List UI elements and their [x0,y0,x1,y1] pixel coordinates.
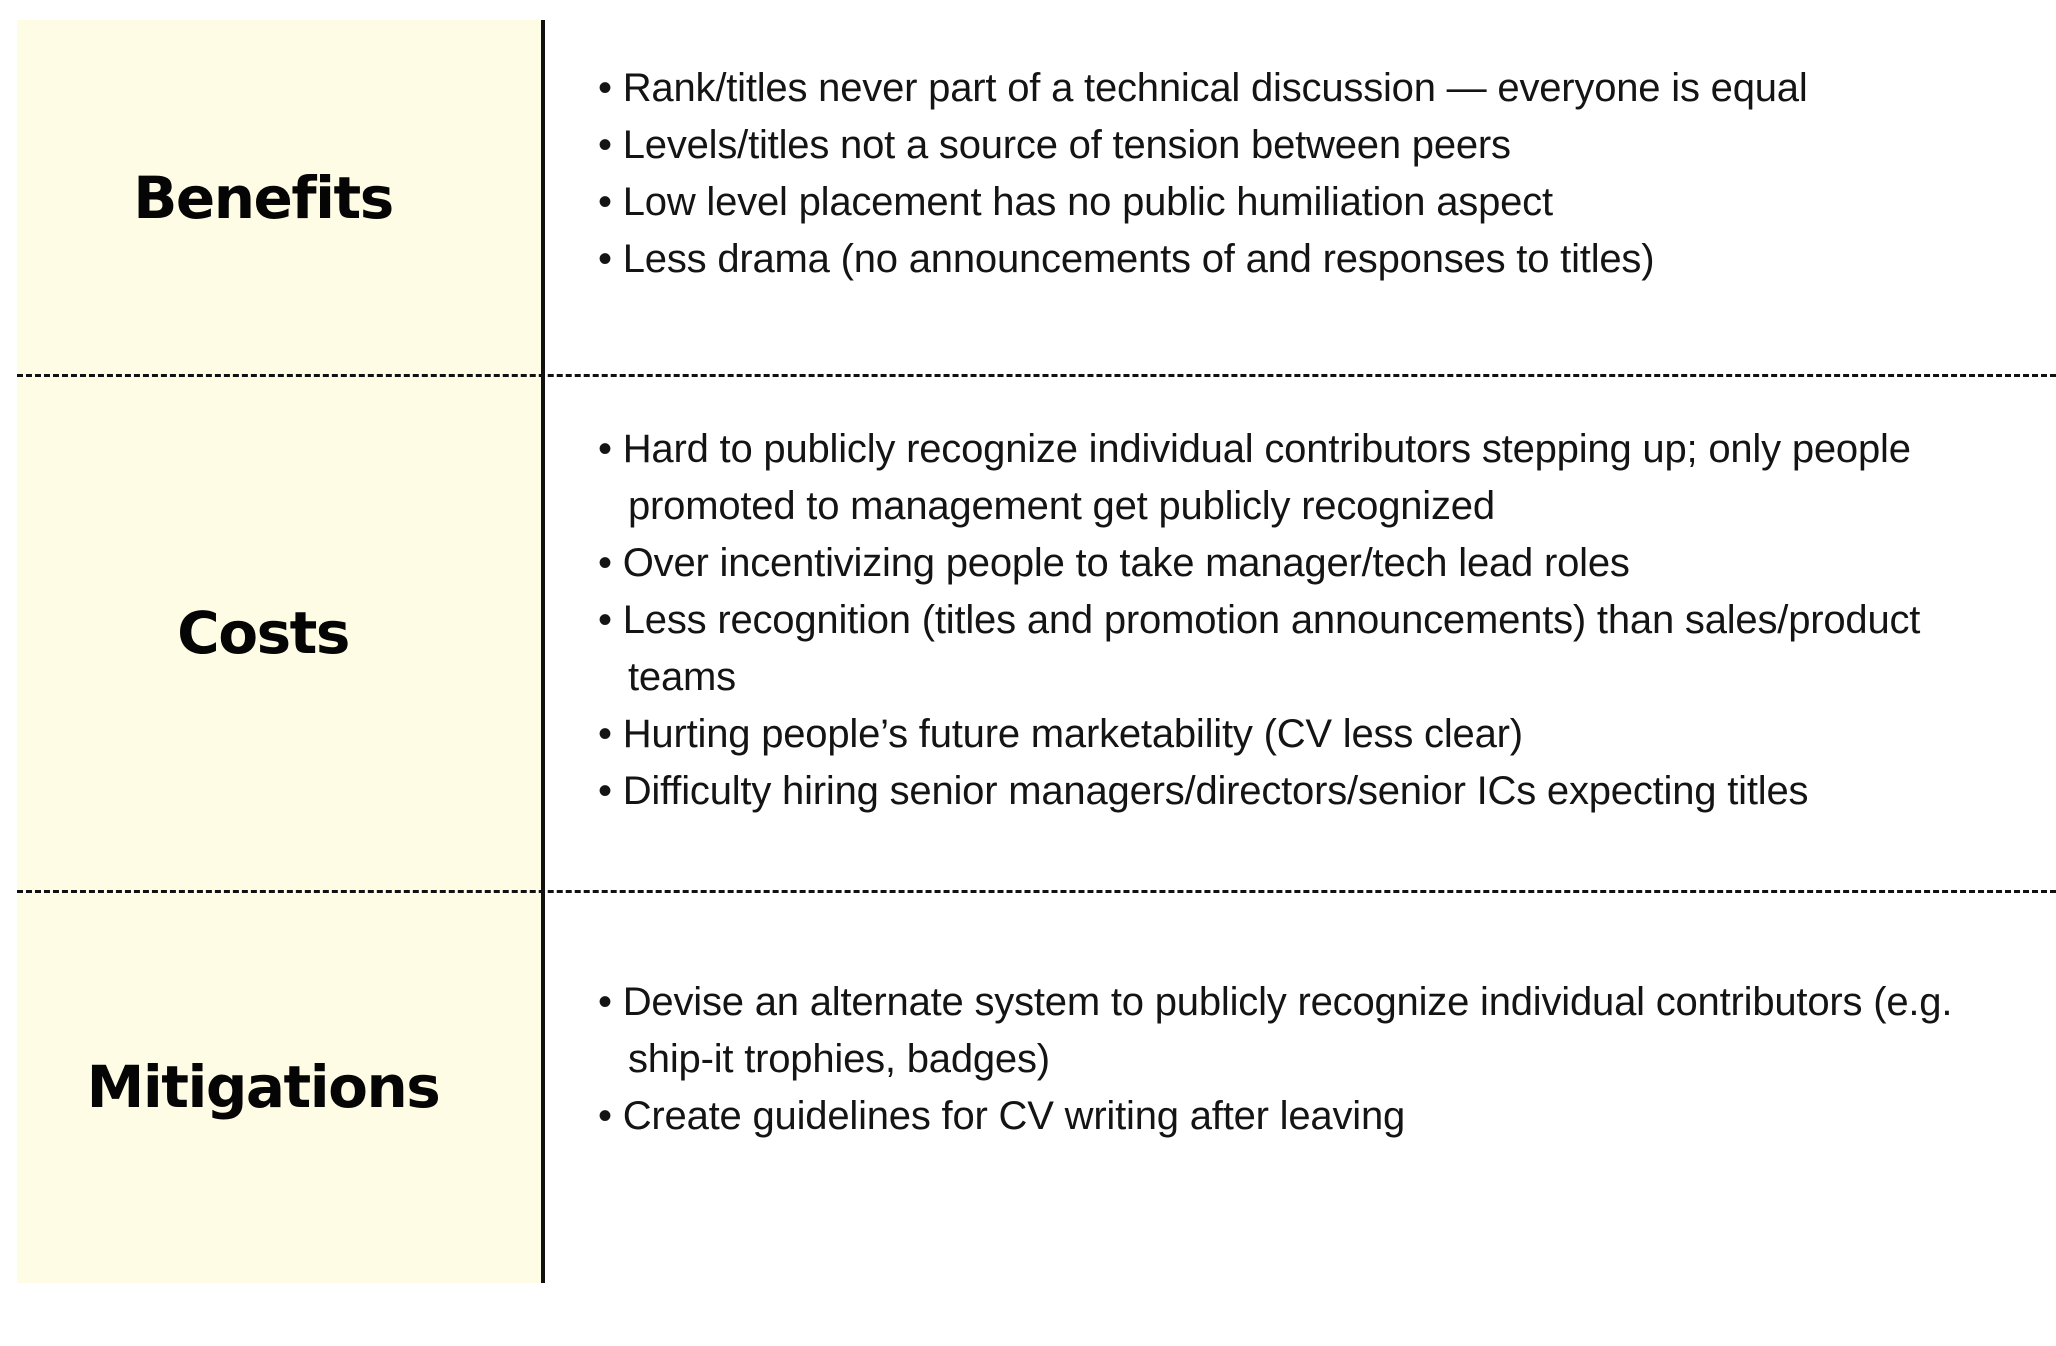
bullet-dot-icon: • [598,979,612,1024]
table-row-costs: Costs • Hard to publicly recognize indiv… [0,375,2056,891]
row-label-benefits: Benefits [133,163,394,232]
bullet-dot-icon: • [598,597,612,642]
row-divider-benefits-costs [17,374,2056,377]
row-label-cell-benefits: Benefits [0,169,543,227]
bullet-dot-icon: • [598,426,612,471]
table-row-mitigations: Mitigations • Devise an alternate system… [0,891,2056,1283]
list-item: • Rank/titles never part of a technical … [598,60,1996,117]
bullet-dot-icon: • [598,236,612,281]
list-item-text: Hard to publicly recognize individual co… [622,426,1911,528]
row-label-mitigations: Mitigations [86,1053,441,1121]
column-divider-rule [541,20,545,1283]
list-item: • Less recognition (titles and promotion… [598,592,1996,706]
list-item-text: Less drama (no announcements of and resp… [622,236,1655,281]
list-item-text: Low level placement has no public humili… [622,179,1553,224]
bullet-dot-icon: • [598,768,612,813]
bullet-dot-icon: • [598,65,612,110]
bullet-list-benefits: • Rank/titles never part of a technical … [598,60,1996,288]
row-content-cell-costs: • Hard to publicly recognize individual … [543,421,2056,846]
list-item-text: Hurting people’s future marketability (C… [622,711,1523,756]
list-item-text: Less recognition (titles and promotion a… [622,597,1921,699]
list-item-text: Rank/titles never part of a technical di… [622,65,1808,110]
list-item: • Create guidelines for CV writing after… [598,1088,1996,1145]
list-item-text: Create guidelines for CV writing after l… [622,1093,1406,1138]
bullet-dot-icon: • [598,122,612,167]
bullet-dot-icon: • [598,1093,612,1138]
row-content-cell-mitigations: • Devise an alternate system to publicly… [543,974,2056,1201]
row-content-cell-benefits: • Rank/titles never part of a technical … [543,60,2056,336]
list-item: • Hurting people’s future marketability … [598,706,1996,763]
label-column-background [17,20,543,1283]
list-item: • Over incentivizing people to take mana… [598,535,1996,592]
row-label-costs: Costs [177,599,350,667]
bullet-list-mitigations: • Devise an alternate system to publicly… [598,974,1996,1145]
list-item-text: Over incentivizing people to take manage… [622,540,1630,585]
list-item: • Difficulty hiring senior managers/dire… [598,763,1996,820]
table-row-benefits: Benefits • Rank/titles never part of a t… [0,20,2056,375]
list-item: • Low level placement has no public humi… [598,174,1996,231]
bullet-dot-icon: • [598,540,612,585]
row-label-cell-mitigations: Mitigations [0,1058,543,1116]
bullet-list-costs: • Hard to publicly recognize individual … [598,421,1996,820]
list-item-text: Difficulty hiring senior managers/direct… [622,768,1809,813]
list-item: • Hard to publicly recognize individual … [598,421,1996,535]
list-item-text: Levels/titles not a source of tension be… [622,122,1511,167]
list-item-text: Devise an alternate system to publicly r… [622,979,1953,1081]
list-item: • Less drama (no announcements of and re… [598,231,1996,288]
list-item: • Levels/titles not a source of tension … [598,117,1996,174]
row-label-cell-costs: Costs [0,604,543,662]
row-divider-costs-mitigations [17,890,2056,893]
bullet-dot-icon: • [598,179,612,224]
bullet-dot-icon: • [598,711,612,756]
list-item: • Devise an alternate system to publicly… [598,974,1996,1088]
